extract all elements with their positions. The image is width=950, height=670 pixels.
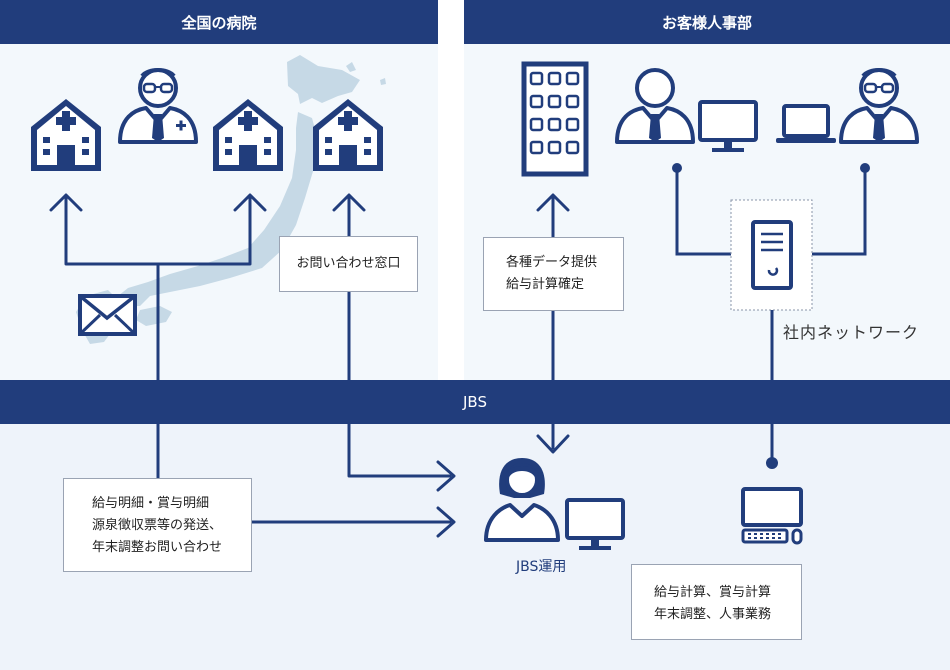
right-arrow: [436, 460, 456, 492]
server-icon: [751, 220, 793, 290]
desktop-monitor-icon: [698, 100, 758, 154]
inquiry-window-label: お問い合わせ窓口: [296, 256, 401, 271]
inquiry-window-box: お問い合わせ窓口: [279, 236, 418, 292]
envelope-icon: [78, 294, 137, 336]
payslip-line: 給与明細・賞与明細: [92, 496, 210, 511]
right-arrow: [436, 506, 456, 538]
data-provision-line: 各種データ提供: [506, 255, 598, 270]
data-provision-line: 給与計算確定: [506, 277, 585, 292]
down-arrow: [536, 434, 570, 454]
network-line: [675, 168, 732, 256]
up-arrow: [233, 193, 267, 212]
hospital-icon: [313, 99, 383, 171]
payslip-line: 源泉徴収票等の発送、: [92, 518, 223, 533]
calc-line: 給与計算、賞与計算: [654, 585, 772, 600]
data-provision-box: 各種データ提供 給与計算確定: [483, 237, 624, 311]
hospitals-panel: [0, 0, 438, 380]
internal-network-label: 社内ネットワーク: [783, 323, 920, 342]
hospital-icon: [31, 99, 101, 171]
distribution-line: [64, 196, 252, 266]
network-node: [766, 457, 778, 469]
japan-map-islands: [346, 62, 386, 85]
jbs-operation-label: JBS運用: [516, 559, 567, 575]
payslip-box: 給与明細・賞与明細 源泉徴収票等の発送、 年末調整お問い合わせ: [63, 478, 252, 572]
doctor-icon: [118, 68, 198, 144]
jbs-operator-icon: [484, 458, 560, 542]
staff-icon: [615, 68, 695, 144]
up-arrow: [536, 193, 570, 212]
office-building-icon: [521, 61, 589, 177]
staff-glasses-icon: [839, 68, 919, 144]
calc-line: 年末調整、人事業務: [654, 607, 772, 622]
computer-icon: [741, 487, 803, 545]
client-header: お客様人事部: [464, 0, 950, 44]
up-arrow: [332, 193, 366, 212]
hospital-icon: [213, 99, 283, 171]
hospitals-header: 全国の病院: [0, 0, 438, 44]
laptop-icon: [776, 104, 836, 143]
calc-box: 給与計算、賞与計算 年末調整、人事業務: [631, 564, 802, 640]
payslip-line: 年末調整お問い合わせ: [92, 540, 223, 555]
network-line: [812, 168, 867, 256]
operator-monitor-icon: [565, 498, 625, 552]
up-arrow: [49, 193, 83, 212]
